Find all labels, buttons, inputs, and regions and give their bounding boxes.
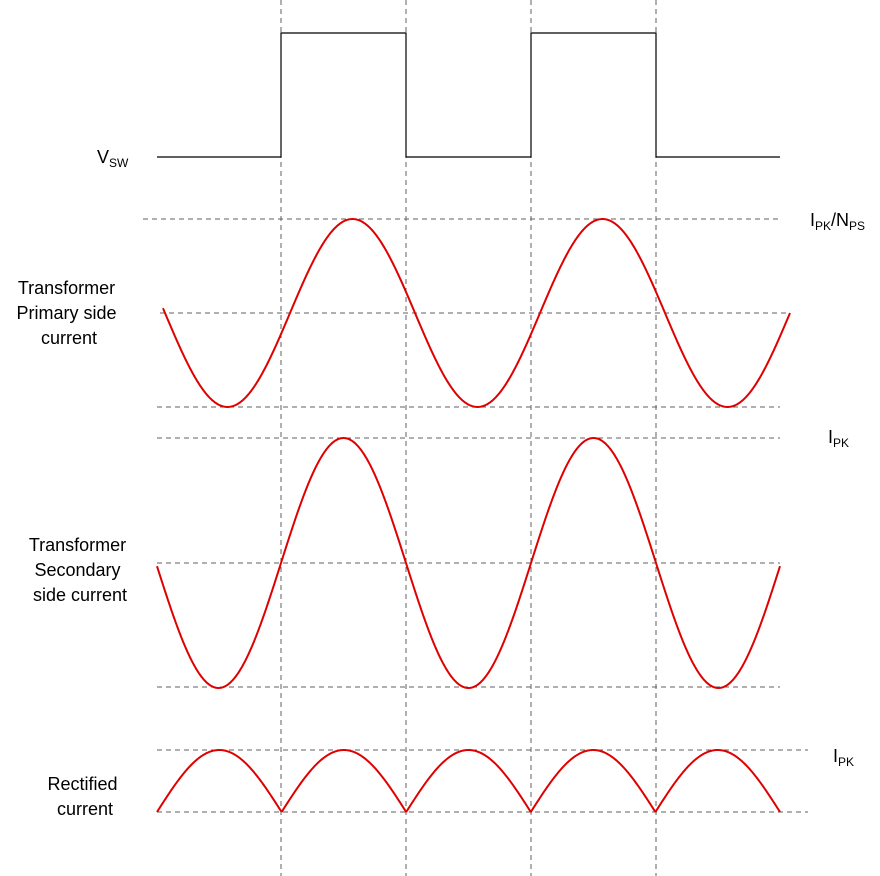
rectified-current-label: Rectified current [47, 774, 122, 819]
vsw-waveform [157, 32, 780, 158]
secondary-current-waveform [156, 437, 781, 689]
rectified-current-waveform [156, 748, 781, 814]
horizontal-guides [143, 218, 808, 813]
vsw-label: VSW [97, 147, 129, 170]
primary-peak-label: IPK/NPS [810, 210, 865, 233]
primary-current-waveform [162, 218, 791, 408]
secondary-peak-label: IPK [828, 427, 849, 450]
secondary-current-label: Transformer Secondary side current [29, 535, 131, 605]
primary-current-label: Transformer Primary side current [16, 278, 121, 348]
rectified-peak-label: IPK [833, 746, 854, 769]
